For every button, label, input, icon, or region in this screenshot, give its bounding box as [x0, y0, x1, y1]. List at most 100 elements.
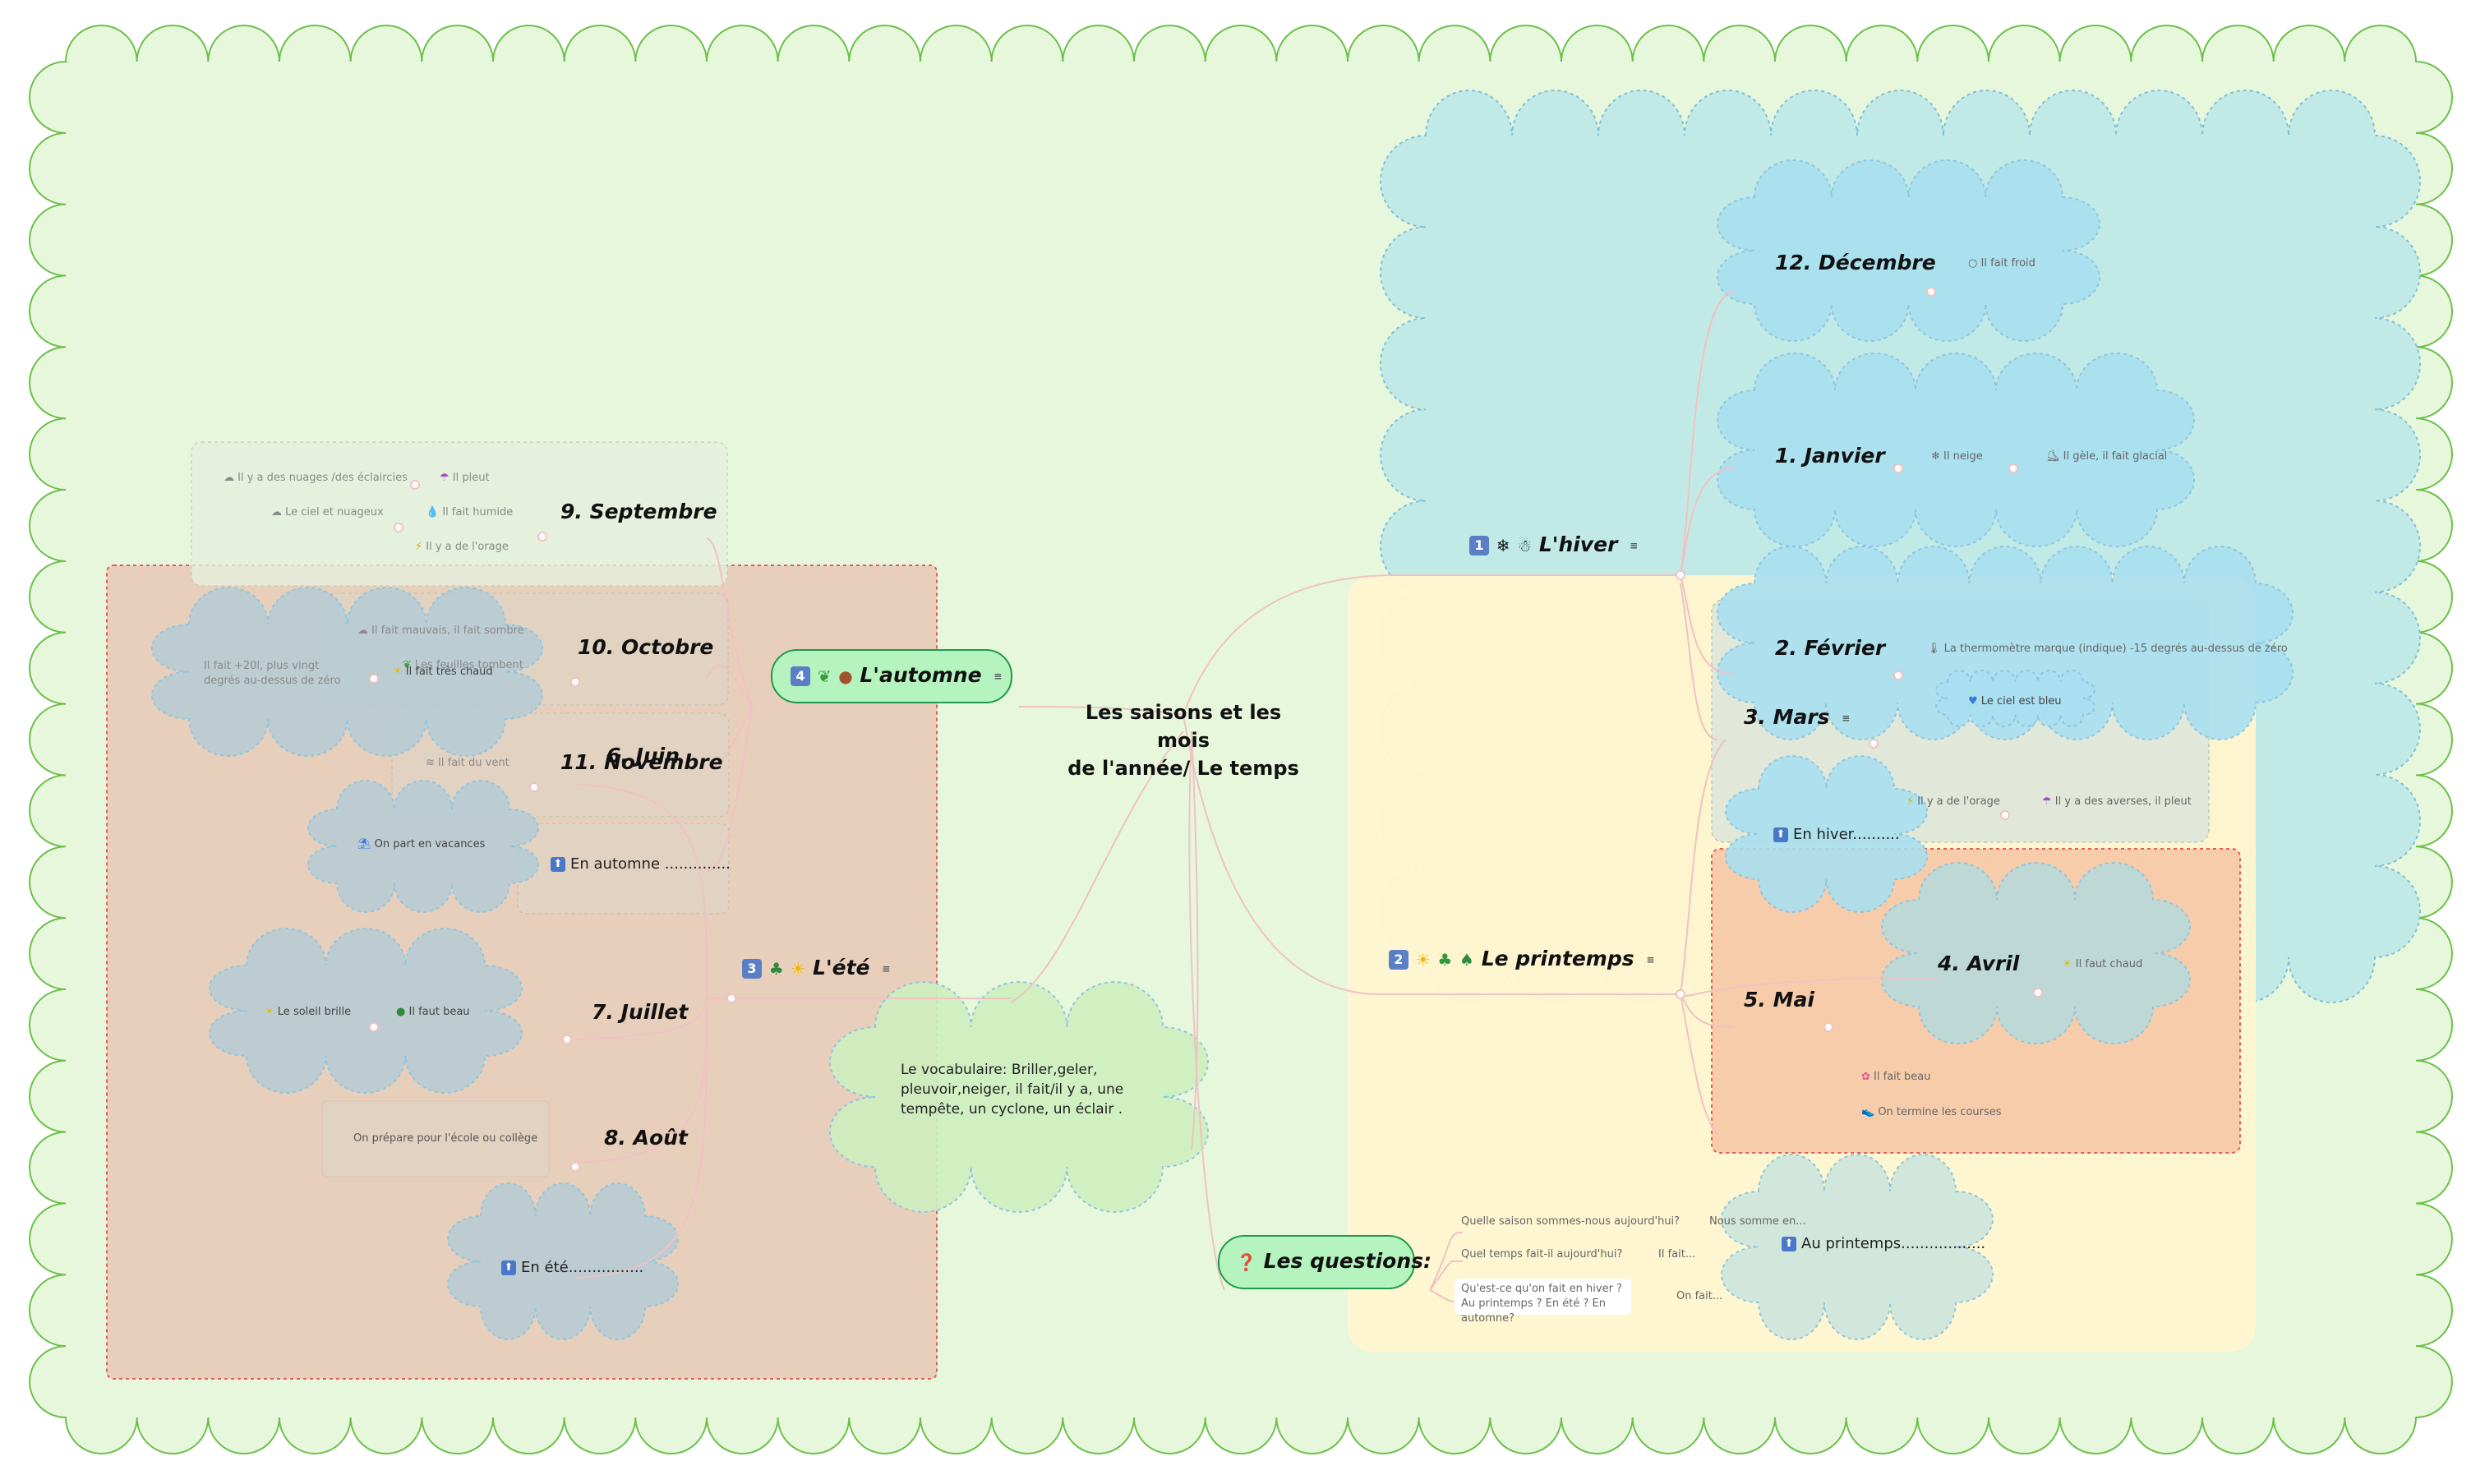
falling-leaf-icon: ❦: [403, 659, 412, 671]
leaf-july-sun[interactable]: ☀ Le soleil brille: [265, 1006, 352, 1018]
connector-dot: [562, 1035, 572, 1044]
cloud-icon: ☁: [224, 472, 234, 484]
summary-autumn[interactable]: ⬆En automne ..............: [551, 855, 731, 873]
leaf-july-nice[interactable]: ● Il faut beau: [396, 1006, 470, 1018]
question-1[interactable]: Quelle saison sommes-nous aujourd'hui?: [1461, 1215, 1680, 1228]
rain-umbrella-icon: ☂: [440, 472, 450, 484]
topic-spring[interactable]: 2 ☀ ♣ ♠ Le printemps ≡: [1389, 947, 1654, 970]
topic-summer[interactable]: 3 ♣ ☀ L'été ≡: [742, 956, 890, 979]
topic-spring-label: Le printemps: [1481, 947, 1634, 970]
skater-icon: ⛸: [2046, 450, 2060, 463]
sun-icon: ☀: [1415, 950, 1431, 970]
notes-icon: ≡: [1646, 954, 1655, 966]
beach-icon: ⛱: [357, 838, 371, 850]
autumn-summary-box: [517, 823, 730, 915]
notes-icon: ≡: [1842, 712, 1851, 724]
droplet-icon: 💧: [426, 506, 440, 518]
central-topic[interactable]: Les saisons et les mois de l'année/ Le t…: [1060, 698, 1307, 782]
month-july[interactable]: 7. Juillet: [592, 1000, 689, 1024]
connector-dot: [726, 993, 736, 1003]
summer-number-badge: 3: [742, 959, 762, 979]
leaf-summer-temperature[interactable]: Il fait +20l, plus vingt degrés au-dessu…: [204, 660, 341, 687]
leaf-sky-blue[interactable]: ♥ Le ciel est bleu: [1968, 695, 2062, 707]
cloud-december: [1717, 159, 2100, 342]
month-april[interactable]: 4. Avril: [1938, 952, 2020, 975]
leaf-september-clouds[interactable]: ☁ Il y a des nuages /des éclaircies: [224, 472, 408, 484]
leaf-march-storm[interactable]: ⚡ Il y a de l'orage: [1906, 795, 2000, 808]
answer-3[interactable]: On fait...: [1676, 1290, 1723, 1302]
leaf-october-bad-weather[interactable]: ☁ Il fait mauvais, il fait sombre: [357, 624, 524, 637]
leaf-february-thermometer[interactable]: 🌡 La thermomètre marque (indique) -15 de…: [1927, 643, 2288, 655]
sun-small-icon: ☀: [393, 666, 403, 678]
month-february[interactable]: 2. Février: [1775, 636, 1886, 660]
leaf-may-courses[interactable]: 👟 On termine les courses: [1861, 1106, 2002, 1118]
question-2[interactable]: Quel temps fait-il aujourd'hui?: [1461, 1248, 1623, 1260]
topic-autumn-content: 4 ❦ ● L'automne ≡: [791, 663, 1002, 687]
turtle-icon: ●: [396, 1006, 406, 1018]
month-june[interactable]: 6. Juin: [606, 744, 680, 767]
question-3-box[interactable]: Qu'est-ce qu'on fait en hiver ?Au printe…: [1455, 1279, 1631, 1325]
connector-dot: [1676, 989, 1685, 999]
leaf-january-frost[interactable]: ⛸ Il gèle, il fait glacial: [2046, 450, 2168, 463]
arrow-up-icon: ⬆: [1773, 827, 1788, 842]
month-january[interactable]: 1. Janvier: [1775, 444, 1885, 468]
cloud-march-summary: [1725, 755, 1928, 913]
topic-winter-label: L'hiver: [1538, 532, 1618, 556]
connector-dot: [394, 523, 403, 532]
topic-questions[interactable]: ❓ Les questions:: [1218, 1235, 1432, 1289]
september-box: [191, 441, 728, 587]
leaf-september-rain[interactable]: ☂ Il pleut: [440, 472, 490, 484]
lightning-icon: ⚡: [415, 541, 423, 553]
vocabulary-note[interactable]: Le vocabulaire: Briller,geler, pleuvoir,…: [901, 1062, 1124, 1118]
sun-icon: ☀: [791, 959, 806, 979]
tree-icon: ♠: [1459, 950, 1474, 970]
cloud-summer-summary: [447, 1182, 679, 1340]
leaf-january-snow[interactable]: ❄ Il neige: [1931, 450, 1983, 463]
cold-icon: ○: [1968, 257, 1978, 270]
summary-summer[interactable]: ⬆En été................: [501, 1259, 643, 1276]
spring-number-badge: 2: [1389, 950, 1408, 970]
month-november[interactable]: 11. Novembre: [560, 750, 723, 774]
shoe-icon: 👟: [1861, 1106, 1875, 1118]
leaf-may-nice[interactable]: ✿ Il fait beau: [1861, 1071, 1931, 1083]
leaf-november-wind[interactable]: ≋ Il fait du vent: [426, 757, 509, 769]
arrow-up-icon: ⬆: [1782, 1237, 1796, 1251]
month-december[interactable]: 12. Décembre: [1775, 251, 1936, 274]
topic-winter[interactable]: 1 ❄ ☃ L'hiver ≡: [1469, 532, 1638, 556]
month-may[interactable]: 5. Mai: [1744, 988, 1814, 1012]
answer-1[interactable]: Nous somme en...: [1709, 1215, 1806, 1228]
thermometer-icon: 🌡: [1927, 643, 1941, 655]
summary-winter[interactable]: ⬆En hiver..........: [1773, 826, 1900, 843]
leaf-summer-hot[interactable]: ☀ Il fait très chaud: [393, 666, 493, 678]
month-october[interactable]: 10. Octobre: [578, 635, 714, 659]
topic-questions-content: ❓ Les questions:: [1236, 1249, 1432, 1273]
leaf-december-cold[interactable]: ○ Il fait froid: [1968, 257, 2035, 270]
month-september[interactable]: 9. Septembre: [560, 500, 717, 523]
cloud-july: [209, 928, 523, 1094]
leaf-september-cloudy-sky[interactable]: ☁ Le ciel et nuageux: [271, 506, 384, 518]
flower-icon: ✿: [1861, 1071, 1870, 1083]
topic-autumn[interactable]: 4 ❦ ● L'automne ≡: [771, 649, 1012, 703]
month-august[interactable]: 8. Août: [604, 1126, 688, 1150]
sun-small-icon: ☀: [2063, 958, 2072, 970]
leaf-june-holidays[interactable]: ⛱ On part en vacances: [357, 838, 486, 850]
connector-dot: [2008, 463, 2018, 473]
leaf-september-humid[interactable]: 💧 Il fait humide: [426, 506, 514, 518]
leaf-august-school[interactable]: On prépare pour l'école ou collège: [353, 1132, 538, 1145]
answer-2[interactable]: Il fait...: [1658, 1248, 1696, 1260]
cloud-april: [1881, 862, 2191, 1044]
connector-dot: [1869, 739, 1879, 749]
connector-dot: [410, 480, 420, 490]
cloud-june: [307, 780, 539, 913]
connector-dot: [369, 674, 379, 684]
connector-dot: [2033, 988, 2043, 998]
notes-icon: ≡: [1630, 540, 1639, 551]
month-march[interactable]: 3. Mars ≡: [1744, 705, 1851, 729]
leaf-april-warm[interactable]: ☀ Il faut chaud: [2063, 958, 2143, 970]
leaf-march-showers[interactable]: ☂ Il y a des averses, il pleut: [2042, 795, 2192, 808]
central-topic-line-2: de l'année/ Le temps: [1067, 757, 1299, 780]
leaf-september-storm[interactable]: ⚡ Il y a de l'orage: [415, 541, 509, 553]
summary-spring[interactable]: ⬆Au printemps..................: [1782, 1235, 1985, 1252]
connector-dot: [570, 677, 580, 687]
leaf-october-leaves-fall[interactable]: ❦ Les feuilles tombent: [403, 659, 523, 671]
